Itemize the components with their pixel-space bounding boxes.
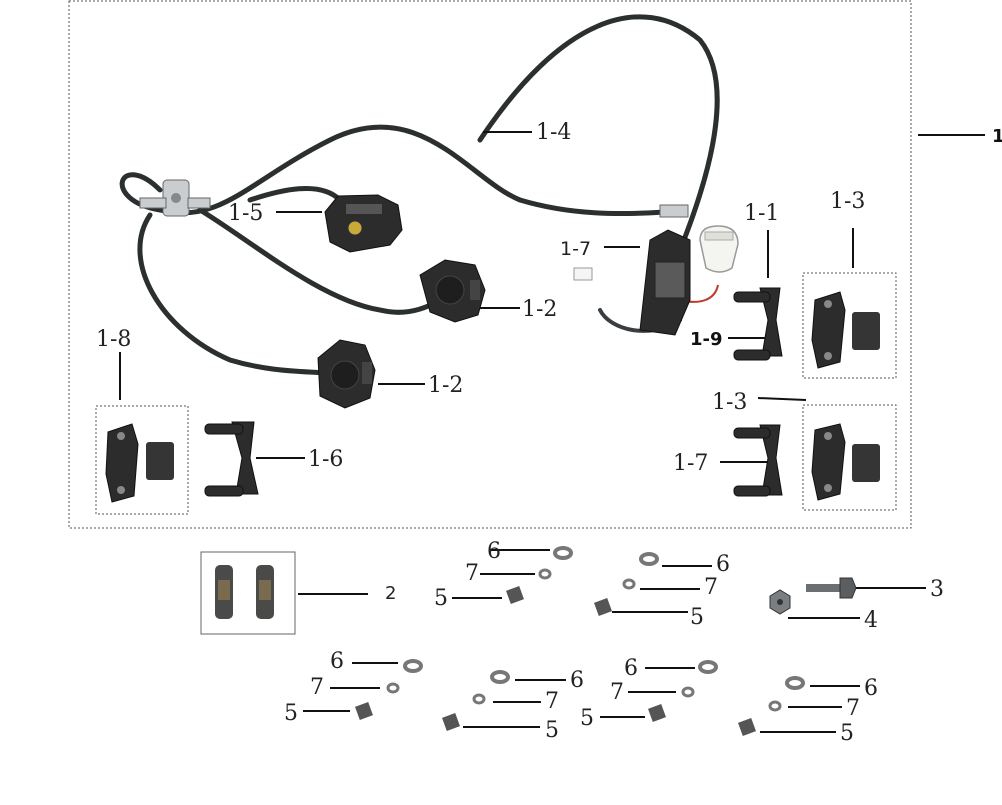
label-lock-washer: 7 bbox=[545, 689, 559, 714]
label-bracket-left: 1-6 bbox=[308, 447, 343, 472]
label-washer: 6 bbox=[330, 649, 344, 674]
label-lock-washer: 7 bbox=[610, 680, 624, 705]
label-pads-right-top: 1-3 bbox=[830, 189, 865, 214]
caliper-rear bbox=[324, 194, 403, 253]
label-caliper-front-upper: 1-2 bbox=[522, 297, 557, 322]
bracket-left bbox=[204, 421, 259, 497]
label-lock-washer: 7 bbox=[465, 561, 479, 586]
pads-right-top bbox=[811, 291, 880, 369]
assembly-label: 1 bbox=[992, 126, 1002, 147]
pads-right-top-box bbox=[802, 272, 897, 379]
label-bolt-large: 3 bbox=[930, 577, 944, 602]
label-bolt: 5 bbox=[840, 721, 854, 746]
hardware-set: 6 7 5 bbox=[284, 649, 423, 726]
pins bbox=[215, 565, 274, 619]
label-brake-lines: 1-4 bbox=[536, 120, 571, 145]
bolt-large bbox=[806, 577, 857, 599]
hardware-set: 6 7 5 bbox=[434, 539, 573, 611]
nut bbox=[769, 589, 791, 615]
label-pads-left: 1-8 bbox=[96, 327, 131, 352]
hardware-set: 6 7 5 bbox=[580, 656, 718, 731]
label-bolt: 5 bbox=[545, 718, 559, 743]
label-lock-washer: 7 bbox=[704, 575, 718, 600]
label-washer: 6 bbox=[624, 656, 638, 681]
label-pads-right-bottom: 1-3 bbox=[712, 390, 747, 415]
pins-box bbox=[200, 551, 296, 635]
label-bolt: 5 bbox=[690, 605, 704, 630]
master-cylinder bbox=[573, 225, 739, 336]
brake-hoses bbox=[119, 14, 720, 378]
hardware-set: 6 7 5 bbox=[594, 552, 730, 630]
label-nut: 4 bbox=[864, 608, 878, 633]
label-bolt: 5 bbox=[434, 586, 448, 611]
pads-right-bottom-box bbox=[802, 404, 897, 511]
hardware-set: 6 7 5 bbox=[738, 676, 878, 746]
label-caliper-rear: 1-5 bbox=[228, 201, 263, 226]
label-lock-washer: 7 bbox=[846, 696, 860, 721]
bracket-right-bottom bbox=[733, 424, 783, 497]
label-bracket-right: 1-1 bbox=[744, 201, 779, 226]
hardware-set: 6 7 5 bbox=[442, 668, 584, 743]
label-bolt: 5 bbox=[580, 706, 594, 731]
label-switch: 1-9 bbox=[690, 329, 723, 350]
label-washer: 6 bbox=[716, 552, 730, 577]
caliper-front-upper bbox=[419, 259, 486, 323]
assembly-boundary bbox=[68, 0, 912, 529]
pads-left-box bbox=[95, 405, 189, 515]
pads-right-bottom bbox=[811, 423, 880, 501]
label-washer: 6 bbox=[487, 539, 501, 564]
caliper-front-lower bbox=[317, 339, 376, 409]
label-bracket-right-bottom: 1-7 bbox=[673, 451, 708, 476]
label-lock-washer: 7 bbox=[310, 675, 324, 700]
switch-plug bbox=[573, 267, 593, 281]
label-master-cylinder: 1-7 bbox=[560, 238, 591, 260]
bracket-right bbox=[733, 287, 783, 361]
pads-left bbox=[105, 423, 174, 503]
label-washer: 6 bbox=[570, 668, 584, 693]
label-bolt: 5 bbox=[284, 701, 298, 726]
label-caliper-front-lower: 1-2 bbox=[428, 373, 463, 398]
label-pins: 2 bbox=[385, 583, 396, 604]
label-washer: 6 bbox=[864, 676, 878, 701]
leader-1-3-bottom bbox=[757, 397, 807, 401]
